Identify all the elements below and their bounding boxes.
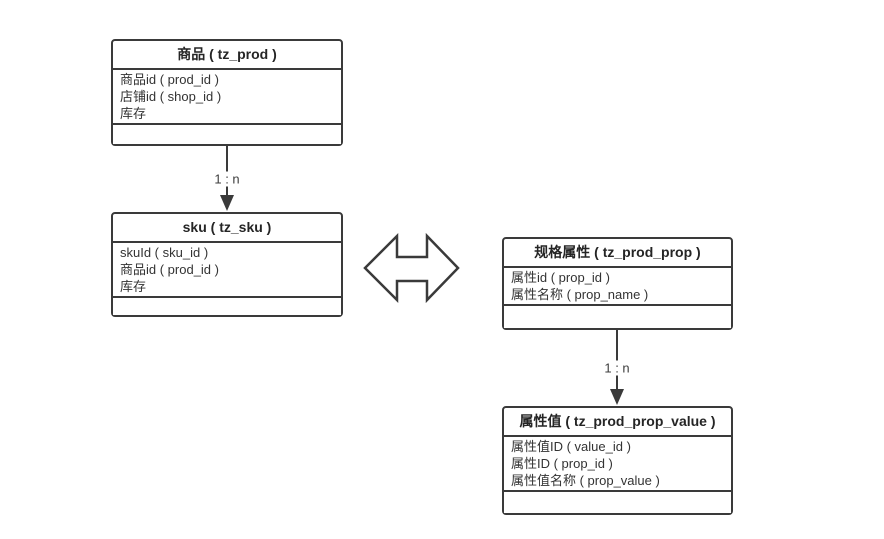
double-arrow-icon: [363, 232, 460, 304]
entity-field: 属性id ( prop_id ): [511, 270, 610, 285]
entity-field: skuId ( sku_id ): [120, 245, 209, 260]
entity-prod-prop-title: 规格属性 ( tz_prod_prop ): [504, 239, 731, 268]
entity-prod-prop-value-footer: [504, 492, 731, 513]
arrowhead-prod-sku: [220, 195, 234, 211]
entity-prod-prop-value-fields: 属性值ID ( value_id ) 属性ID ( prop_id ) 属性值名…: [504, 437, 731, 492]
entity-sku-fields: skuId ( sku_id ) 商品id ( prod_id ) 库存: [113, 243, 341, 298]
relation-label-prop-value: 1 : n: [600, 360, 634, 376]
entity-field: 店铺id ( shop_id ): [120, 89, 222, 104]
entity-prod-prop-value-title: 属性值 ( tz_prod_prop_value ): [504, 408, 731, 437]
entity-prod: 商品 ( tz_prod ) 商品id ( prod_id ) 店铺id ( s…: [111, 39, 343, 146]
entity-field: 属性ID ( prop_id ): [511, 456, 613, 471]
entity-field: 商品id ( prod_id ): [120, 72, 219, 87]
entity-prod-prop-fields: 属性id ( prop_id ) 属性名称 ( prop_name ): [504, 268, 731, 306]
entity-prod-prop: 规格属性 ( tz_prod_prop ) 属性id ( prop_id ) 属…: [502, 237, 733, 330]
entity-sku-title: sku ( tz_sku ): [113, 214, 341, 243]
entity-prod-prop-footer: [504, 306, 731, 328]
entity-field: 商品id ( prod_id ): [120, 262, 219, 277]
entity-prod-footer: [113, 125, 341, 144]
relation-label-prod-sku: 1 : n: [210, 171, 244, 187]
entity-prod-title: 商品 ( tz_prod ): [113, 41, 341, 70]
entity-sku: sku ( tz_sku ) skuId ( sku_id ) 商品id ( p…: [111, 212, 343, 317]
entity-field: 属性名称 ( prop_name ): [511, 287, 649, 302]
entity-sku-footer: [113, 298, 341, 315]
arrowhead-prop-value: [610, 389, 624, 405]
entity-prod-fields: 商品id ( prod_id ) 店铺id ( shop_id ) 库存: [113, 70, 341, 125]
entity-prod-prop-value: 属性值 ( tz_prod_prop_value ) 属性值ID ( value…: [502, 406, 733, 515]
entity-field: 属性值ID ( value_id ): [511, 439, 631, 454]
entity-field: 库存: [120, 106, 147, 121]
entity-field: 属性值名称 ( prop_value ): [511, 473, 660, 488]
entity-field: 库存: [120, 279, 147, 294]
